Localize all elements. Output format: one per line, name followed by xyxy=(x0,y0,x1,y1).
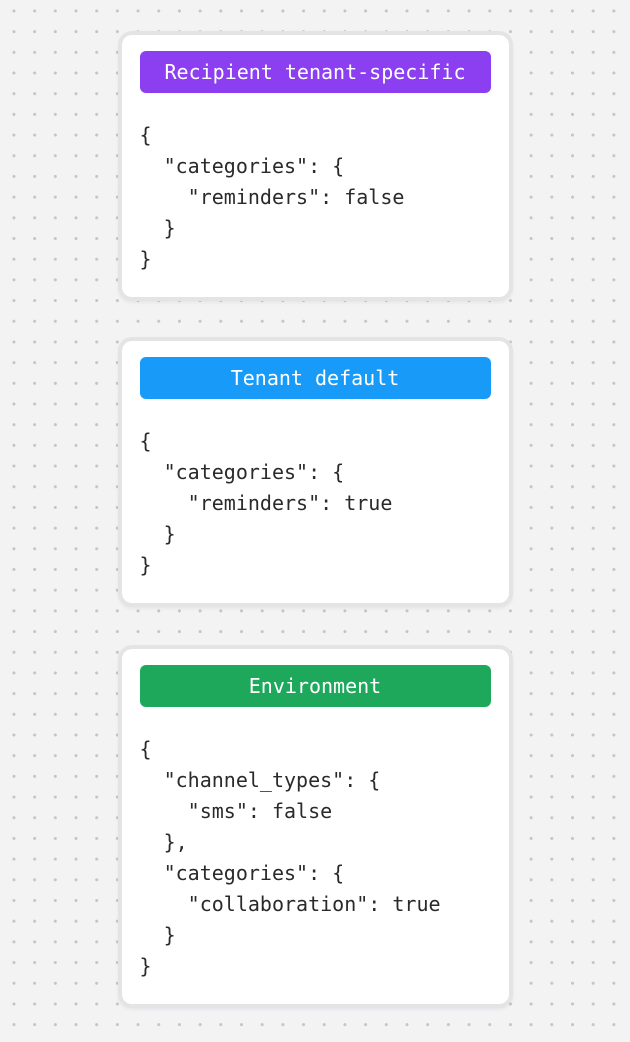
environment-badge: Environment xyxy=(139,665,491,707)
recipient-tenant-specific-json: { "categories": { "reminders": false } } xyxy=(139,123,405,271)
tenant-default-card: Tenant default { "categories": { "remind… xyxy=(117,337,513,607)
recipient-tenant-specific-badge: Recipient tenant-specific xyxy=(139,51,491,93)
preference-cards-stack: Recipient tenant-specific { "categories"… xyxy=(117,31,513,1008)
recipient-tenant-specific-card: Recipient tenant-specific { "categories"… xyxy=(117,31,513,301)
tenant-default-json: { "categories": { "reminders": true } } xyxy=(139,429,393,577)
environment-json: { "channel_types": { "sms": false }, "ca… xyxy=(139,737,441,978)
environment-card: Environment { "channel_types": { "sms": … xyxy=(117,645,513,1008)
tenant-default-badge: Tenant default xyxy=(139,357,491,399)
